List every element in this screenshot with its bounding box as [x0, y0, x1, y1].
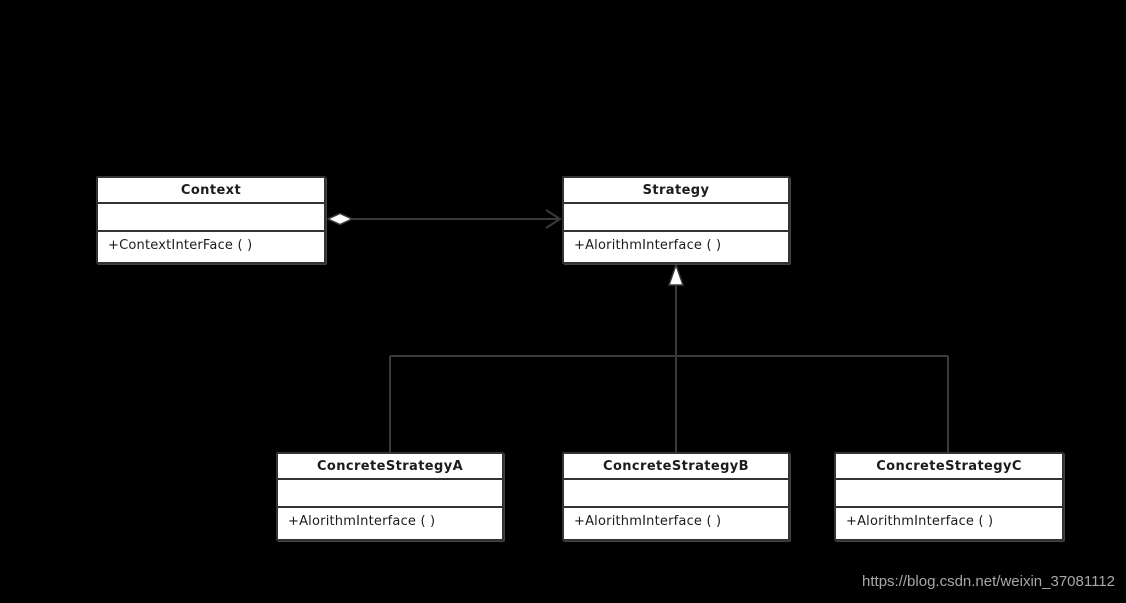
class-box-concrete-strategy-a: ConcreteStrategyA +AlorithmInterface ( ) [276, 452, 504, 541]
class-title: ConcreteStrategyA [278, 454, 502, 480]
open-arrowhead-icon [545, 209, 562, 229]
class-title: ConcreteStrategyC [836, 454, 1062, 480]
class-attributes-section [564, 204, 788, 232]
inheritance-triangle-icon [667, 262, 685, 286]
class-method-label: +AlorithmInterface ( ) [288, 513, 436, 529]
class-attributes-section [278, 480, 502, 508]
class-method-label: +AlorithmInterface ( ) [846, 513, 994, 529]
generalization-connector-tree [389, 262, 949, 452]
class-title: Context [98, 178, 324, 204]
class-box-strategy: Strategy +AlorithmInterface ( ) [562, 176, 790, 264]
class-method-label: +AlorithmInterface ( ) [574, 513, 722, 529]
class-box-concrete-strategy-b: ConcreteStrategyB +AlorithmInterface ( ) [562, 452, 790, 541]
class-attributes-section [98, 204, 324, 232]
aggregation-connector-context-strategy [326, 209, 562, 229]
aggregation-diamond-icon [326, 212, 354, 226]
class-method-label: +ContextInterFace ( ) [108, 237, 253, 253]
class-box-concrete-strategy-c: ConcreteStrategyC +AlorithmInterface ( ) [834, 452, 1064, 541]
class-method-label: +AlorithmInterface ( ) [574, 237, 722, 253]
class-box-context: Context +ContextInterFace ( ) [96, 176, 326, 264]
class-attributes-section [836, 480, 1062, 508]
class-attributes-section [564, 480, 788, 508]
class-title: Strategy [564, 178, 788, 204]
watermark-url: https://blog.csdn.net/weixin_37081112 [862, 573, 1115, 590]
class-title: ConcreteStrategyB [564, 454, 788, 480]
